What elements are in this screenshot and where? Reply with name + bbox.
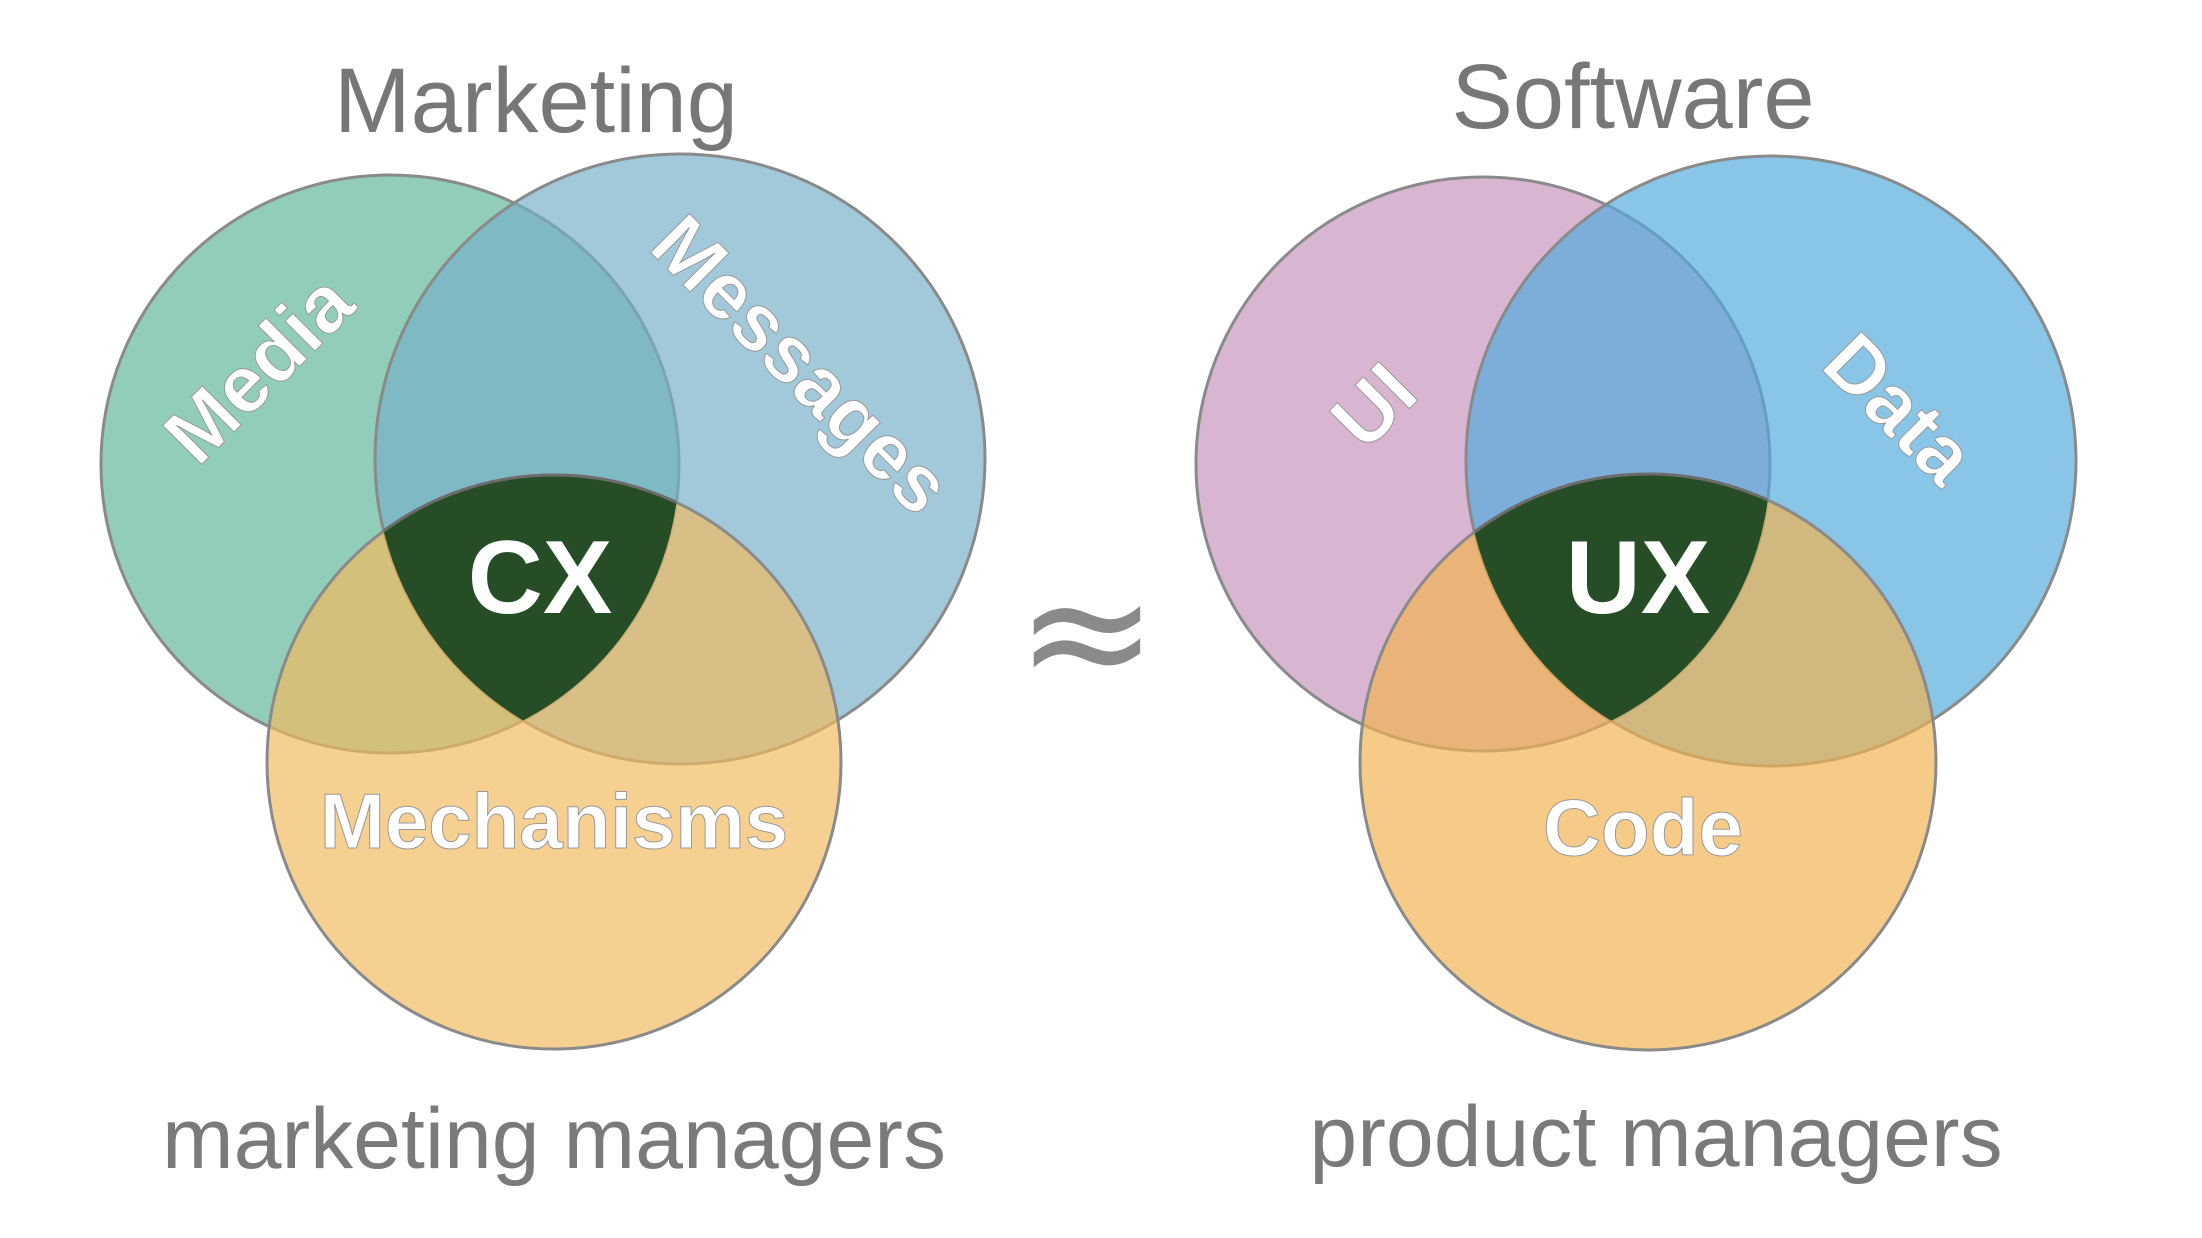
software-title: Software xyxy=(1451,46,1814,148)
marketing-title: Marketing xyxy=(334,50,738,152)
mechanisms-label: Mechanisms xyxy=(320,777,788,865)
software-group: Software UI Data Code UX product manager… xyxy=(1194,46,2078,1185)
code-label: Code xyxy=(1543,783,1743,872)
marketing-group: Marketing Media Messages Mechanisms CX m… xyxy=(99,50,987,1187)
ux-label: UX xyxy=(1566,520,1710,636)
cx-label: CX xyxy=(468,520,612,636)
marketing-caption: marketing managers xyxy=(162,1091,946,1187)
approx-equal-icon: ≈ xyxy=(1016,533,1158,731)
software-caption: product managers xyxy=(1309,1089,2002,1185)
